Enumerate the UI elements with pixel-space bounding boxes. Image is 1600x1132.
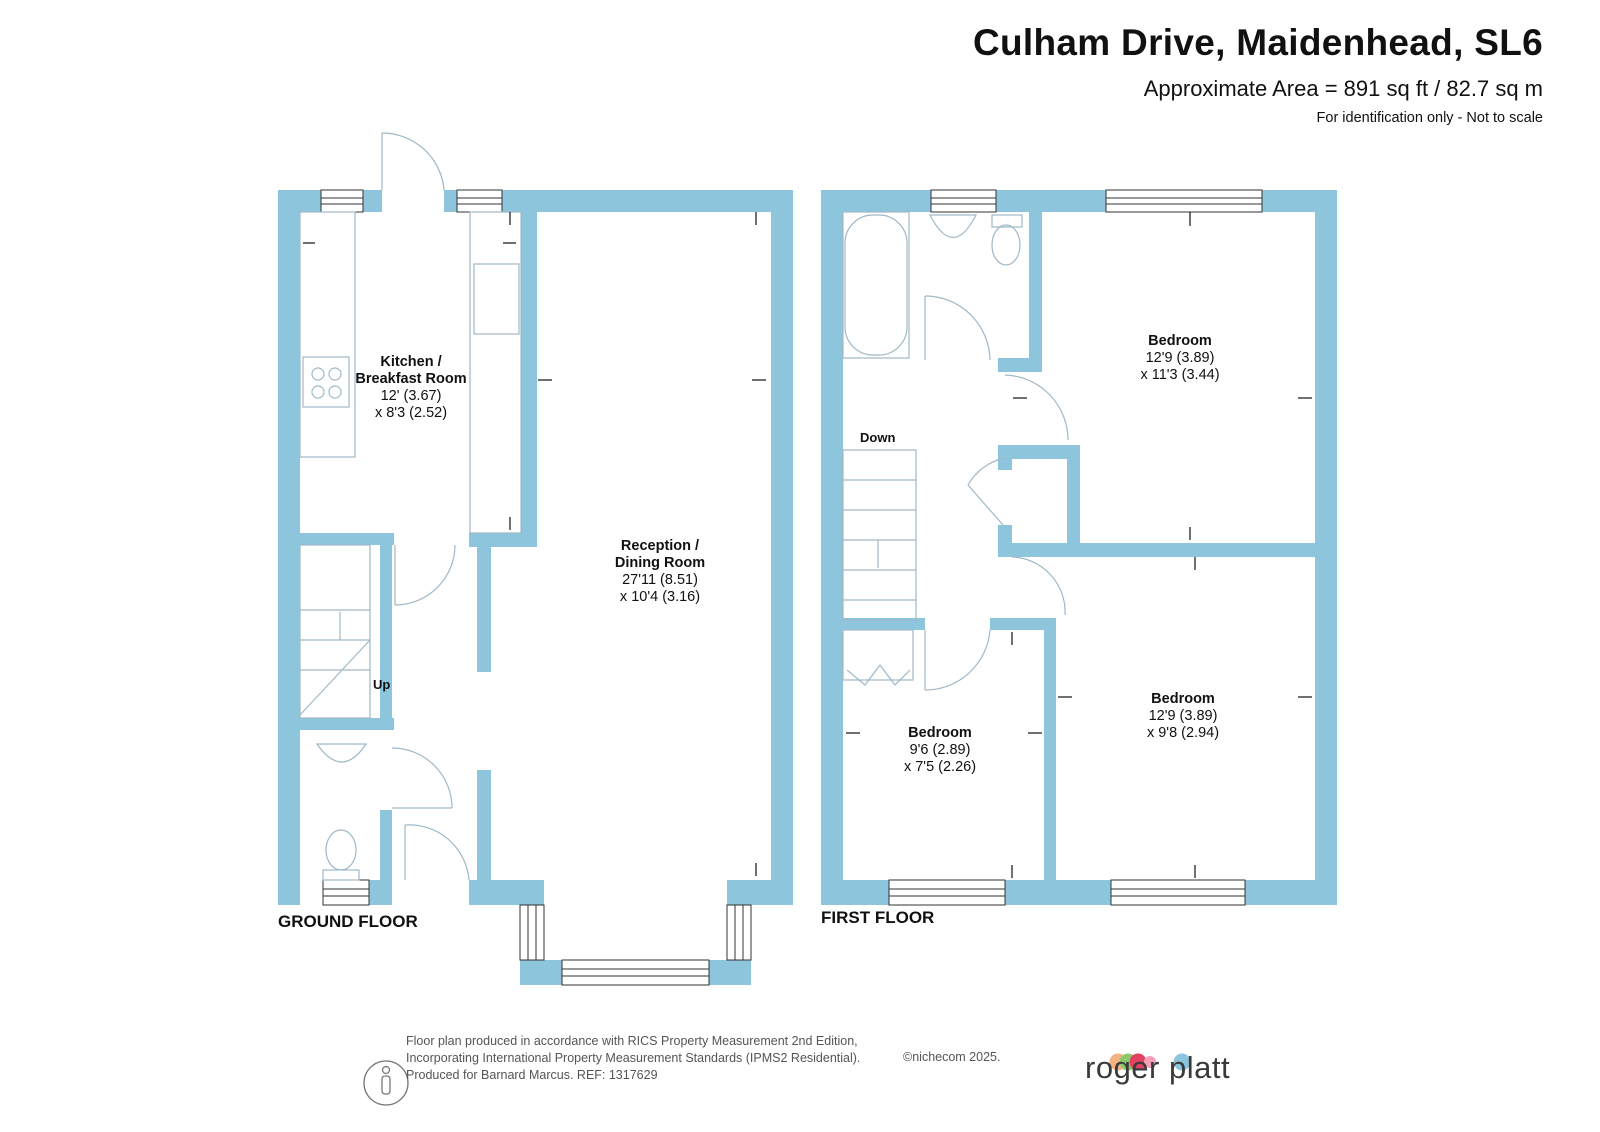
footer-line-1: Floor plan produced in accordance with R… — [406, 1034, 858, 1048]
footer-line-2: Incorporating International Property Mea… — [406, 1051, 861, 1065]
bedroom-3-dimension-1: 9'6 (2.89) — [910, 742, 971, 758]
first-floor-label: FIRST FLOOR — [821, 908, 934, 927]
first-floor-walls — [821, 190, 1337, 905]
bedroom-2-dimension-2: x 9'8 (2.94) — [1147, 725, 1219, 741]
ground-floor-measure-arrows — [303, 212, 766, 876]
kitchen-label-line2: Breakfast Room — [355, 371, 466, 387]
first-floor-plan: Bedroom 12'9 (3.89) x 11'3 (3.44) Bedroo… — [821, 189, 1337, 927]
ground-floor-windows — [320, 189, 752, 986]
bedroom-2-dimension-1: 12'9 (3.89) — [1149, 708, 1218, 724]
ground-floor-walls — [278, 190, 793, 985]
reception-label-line1: Reception / — [621, 538, 699, 554]
first-floor-measure-arrows — [846, 212, 1312, 878]
roger-platt-logo-dots — [1109, 1053, 1191, 1071]
first-floor-windows — [888, 189, 1263, 906]
info-person-icon — [363, 1060, 409, 1106]
reception-dimension-1: 27'11 (8.51) — [622, 572, 698, 588]
footer-disclaimer: Floor plan produced in accordance with R… — [406, 1033, 860, 1084]
bedroom-1-label: Bedroom — [1148, 333, 1212, 349]
reception-dimension-2: x 10'4 (3.16) — [620, 589, 700, 605]
stairs-up-label: Up — [373, 677, 390, 692]
kitchen-dimension-2: x 8'3 (2.52) — [375, 405, 447, 421]
ground-floor-fixtures — [299, 132, 522, 881]
reception-label-line2: Dining Room — [615, 555, 705, 571]
bedroom-2-label: Bedroom — [1151, 691, 1215, 707]
page-title: Culham Drive, Maidenhead, SL6 — [972, 22, 1543, 63]
bedroom-3-label: Bedroom — [908, 725, 972, 741]
stairs-down-label: Down — [860, 430, 895, 445]
scale-note: For identification only - Not to scale — [1316, 110, 1543, 126]
bedroom-1-dimension-1: 12'9 (3.89) — [1146, 350, 1215, 366]
kitchen-label-line1: Kitchen / — [380, 354, 441, 370]
ground-floor-label: GROUND FLOOR — [278, 912, 418, 931]
copyright-notice: ©nichecom 2025. — [903, 1050, 1001, 1064]
bedroom-1-dimension-2: x 11'3 (3.44) — [1140, 367, 1219, 383]
approximate-area: Approximate Area = 891 sq ft / 82.7 sq m — [1143, 76, 1543, 101]
footer-line-3: Produced for Barnard Marcus. REF: 131762… — [406, 1068, 658, 1082]
ground-floor-plan: Kitchen / Breakfast Room 12' (3.67) x 8'… — [278, 132, 793, 986]
bedroom-3-dimension-2: x 7'5 (2.26) — [904, 759, 976, 775]
kitchen-dimension-1: 12' (3.67) — [381, 388, 442, 404]
first-floor-fixtures — [842, 211, 1069, 691]
brand-logo-text: roger platt — [1085, 1050, 1231, 1085]
